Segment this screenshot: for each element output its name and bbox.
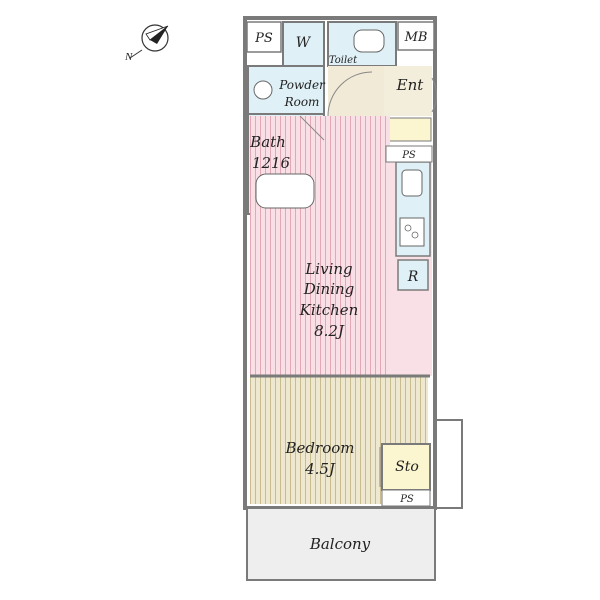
entrance-area: [384, 66, 432, 116]
entrance-label: Ent: [396, 76, 425, 94]
storage-label: Sto: [395, 459, 419, 475]
bath-label-2: 1216: [252, 154, 291, 172]
toilet-label: Toilet: [329, 55, 358, 66]
entrance-door-swing: [431, 77, 438, 113]
bath-label-1: Bath: [249, 133, 286, 151]
ldk-label-3: Kitchen: [299, 301, 359, 319]
ps-top-label: PS: [254, 31, 273, 46]
powder-room-label-2: Room: [284, 95, 320, 109]
compass: N: [124, 24, 169, 63]
ldk-label-2: Dining: [303, 280, 355, 298]
toilet-icon: [353, 29, 385, 53]
ldk-label-1: Living: [304, 260, 352, 278]
bedroom-label-2: 4.5J: [304, 460, 336, 478]
ps-bedroom-box: [381, 489, 431, 507]
ps-kitchen-label: PS: [401, 150, 416, 161]
refrigerator-label: R: [407, 269, 419, 285]
basin-icon: [253, 80, 273, 100]
compass-north-label: N: [124, 51, 133, 63]
ps-kitchen-box: [385, 145, 433, 163]
ps-bedroom-label: PS: [399, 494, 414, 505]
mb-label: MB: [404, 30, 428, 45]
balcony-area: [246, 507, 436, 581]
balcony-label: Balcony: [309, 535, 371, 553]
refrigerator-space: [397, 259, 429, 291]
washer-label: W: [296, 35, 312, 51]
compass-needle: [150, 26, 168, 44]
ps-top-box: [246, 21, 282, 53]
bathtub-icon: [255, 173, 315, 209]
sink-icon: [401, 169, 423, 197]
bedroom-label-1: Bedroom: [285, 439, 355, 457]
shoe-cabinet: [386, 117, 432, 142]
mb-box: [397, 21, 435, 51]
toilet-room: [327, 21, 397, 67]
powder-room-label-1: Powder: [278, 78, 326, 92]
hall-door-swing: [327, 71, 373, 117]
bath-door-swing: [299, 115, 325, 141]
stove-icon: [399, 217, 425, 247]
ldk-label-4: 8.2J: [314, 322, 345, 340]
hallway: [328, 66, 384, 116]
